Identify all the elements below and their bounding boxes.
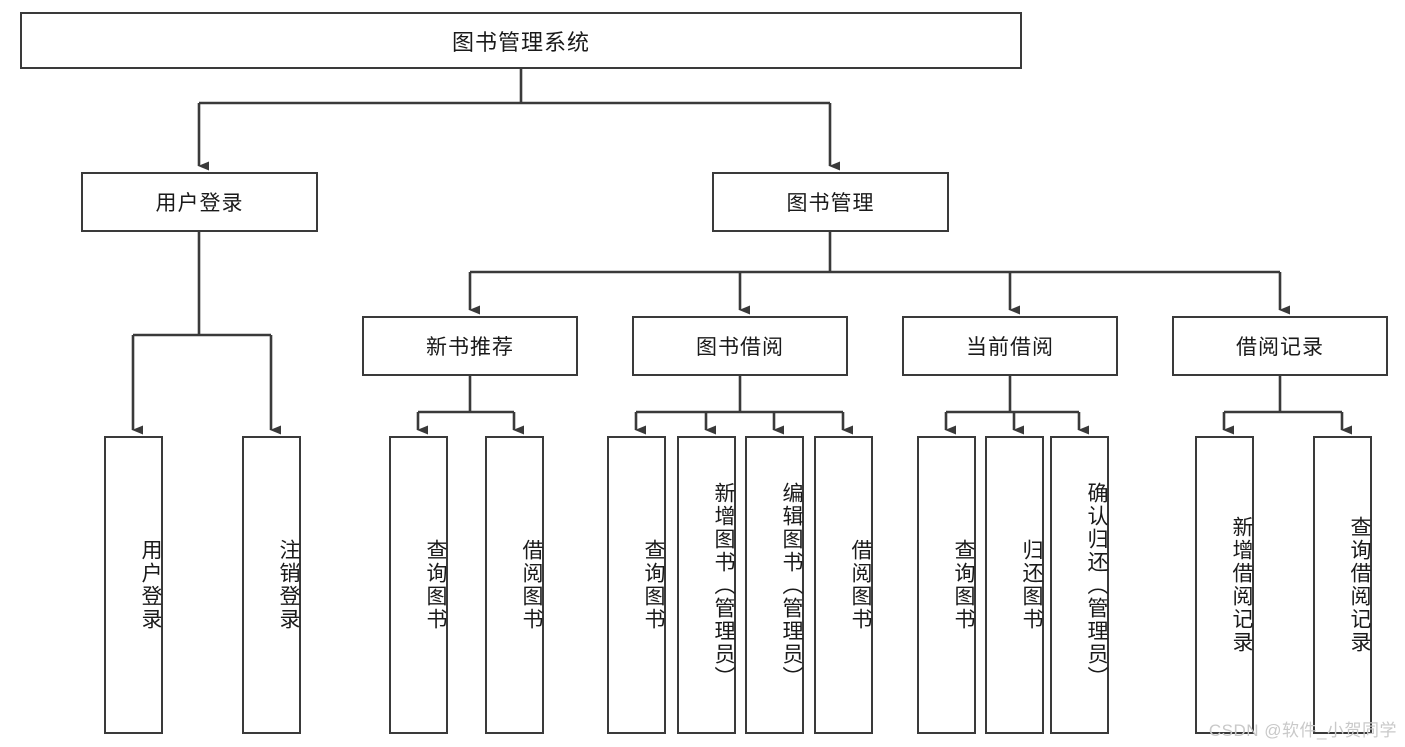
node-label: 图书借阅 — [696, 336, 784, 359]
node-label: 查询图书 — [424, 539, 447, 631]
leaf-node-leaf-borrow-book-rec[interactable]: 借阅图书 — [485, 436, 544, 734]
node-label: 查询借阅记录 — [1348, 516, 1371, 654]
node-label: 用户登录 — [155, 192, 244, 215]
leaf-node-leaf-edit-book-admin[interactable]: 编辑图书（管理员） — [745, 436, 804, 734]
leaf-node-leaf-add-borrow-record[interactable]: 新增借阅记录 — [1195, 436, 1254, 734]
node-label: 借阅记录 — [1236, 336, 1324, 359]
leaf-node-leaf-confirm-return-admin[interactable]: 确认归还（管理员） — [1050, 436, 1109, 734]
node-label: 查询图书 — [642, 539, 665, 631]
node-label: 借阅图书 — [520, 539, 543, 631]
leaf-node-leaf-user-login[interactable]: 用户登录 — [104, 436, 163, 734]
node-label: 新增借阅记录 — [1230, 516, 1253, 654]
csdn-watermark: CSDN @软件_小贺同学 — [1208, 721, 1397, 740]
leaf-node-leaf-query-book-current[interactable]: 查询图书 — [917, 436, 976, 734]
level2-node-borrow-record[interactable]: 借阅记录 — [1172, 316, 1388, 376]
leaf-node-leaf-query-book-borrow[interactable]: 查询图书 — [607, 436, 666, 734]
node-label: 图书管理系统 — [451, 29, 590, 55]
node-label: 用户登录 — [139, 539, 162, 631]
leaf-node-leaf-return-book[interactable]: 归还图书 — [985, 436, 1044, 734]
level1-node-book-manage[interactable]: 图书管理 — [712, 172, 949, 232]
leaf-node-leaf-query-borrow-record[interactable]: 查询借阅记录 — [1313, 436, 1372, 734]
level1-node-user-login[interactable]: 用户登录 — [81, 172, 318, 232]
node-label: 新书推荐 — [426, 336, 514, 359]
root-node-root[interactable]: 图书管理系统 — [20, 12, 1022, 69]
node-label: 注销登录 — [277, 539, 300, 631]
leaf-node-leaf-borrow-book[interactable]: 借阅图书 — [814, 436, 873, 734]
node-label: 新增图书（管理员） — [712, 481, 735, 689]
node-label: 借阅图书 — [849, 539, 872, 631]
node-label: 图书管理 — [786, 192, 875, 215]
level2-node-book-borrow[interactable]: 图书借阅 — [632, 316, 848, 376]
node-label: 当前借阅 — [966, 336, 1054, 359]
node-label: 确认归还（管理员） — [1085, 481, 1108, 689]
node-label: 编辑图书（管理员） — [780, 481, 803, 689]
leaf-node-leaf-user-logout[interactable]: 注销登录 — [242, 436, 301, 734]
node-label: 归还图书 — [1020, 539, 1043, 631]
level2-node-current-borrow[interactable]: 当前借阅 — [902, 316, 1118, 376]
leaf-node-leaf-query-book-rec[interactable]: 查询图书 — [389, 436, 448, 734]
node-label: 查询图书 — [952, 539, 975, 631]
level2-node-new-book-rec[interactable]: 新书推荐 — [362, 316, 578, 376]
leaf-node-leaf-add-book-admin[interactable]: 新增图书（管理员） — [677, 436, 736, 734]
